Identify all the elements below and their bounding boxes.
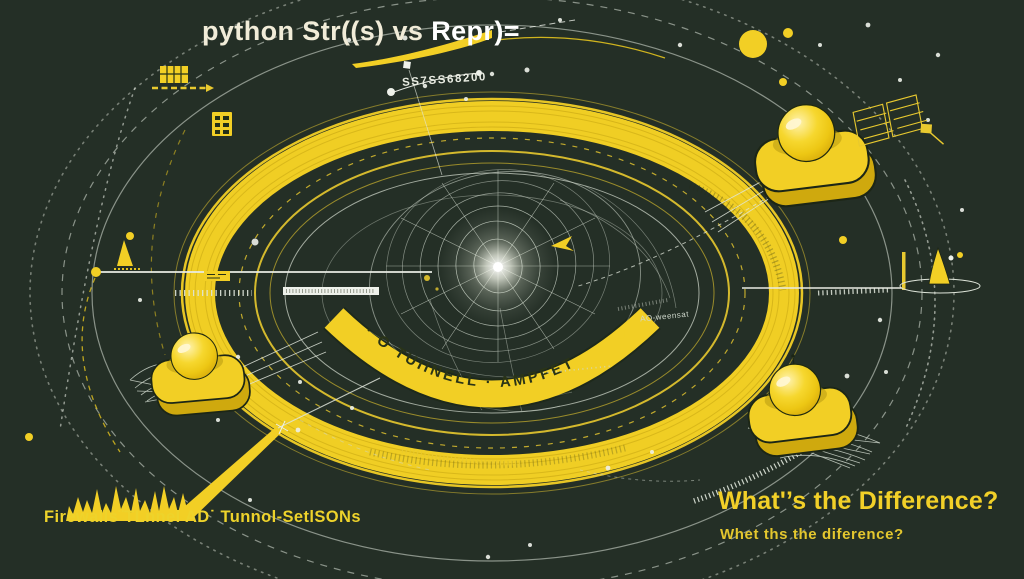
heading-bottom-right: What'’s the Difference? (718, 487, 999, 515)
calculator-icon (212, 112, 232, 136)
orbit-rings (29, 0, 955, 579)
title-right: Repr)= (431, 16, 520, 46)
tunnel-crescent: · O TUIINELL · AMPFET (323, 306, 661, 410)
caption-bottom-left: Firewalls¨TLnnel AD˙ Tunnol-SetlSONs (44, 508, 361, 526)
dome-device-bottom-right (741, 354, 862, 460)
forest-silhouette (66, 486, 194, 521)
dome-device-top-right (747, 96, 880, 211)
connector-lines (231, 177, 777, 429)
sailboat-right-icon (899, 246, 981, 294)
dashed-arrow-icon (152, 84, 214, 92)
stars (138, 18, 964, 560)
title-swoosh (352, 30, 492, 68)
window-icon (160, 66, 188, 83)
dashed-trajectories (59, 19, 936, 482)
ring-hatch-marks (369, 181, 787, 469)
page-title: python Str((s) vs Repr)= (202, 16, 520, 47)
signal-beam (176, 420, 289, 521)
cursor-arrow-icon (424, 236, 574, 291)
satellite-icon (852, 94, 945, 147)
tick-rows (175, 287, 889, 504)
title-left: python Str((s) vs (202, 16, 432, 46)
dome-device-left (146, 327, 253, 419)
yellow-dots (25, 28, 963, 441)
sail-left-icon (114, 240, 140, 270)
sun-icon (739, 30, 767, 58)
wireframe-globe (367, 169, 677, 413)
measurement-right (742, 246, 981, 294)
measurement-left (91, 267, 432, 295)
arc-label-line (387, 61, 482, 176)
subheading-bottom-right: Whet ths the diference? (720, 526, 904, 543)
